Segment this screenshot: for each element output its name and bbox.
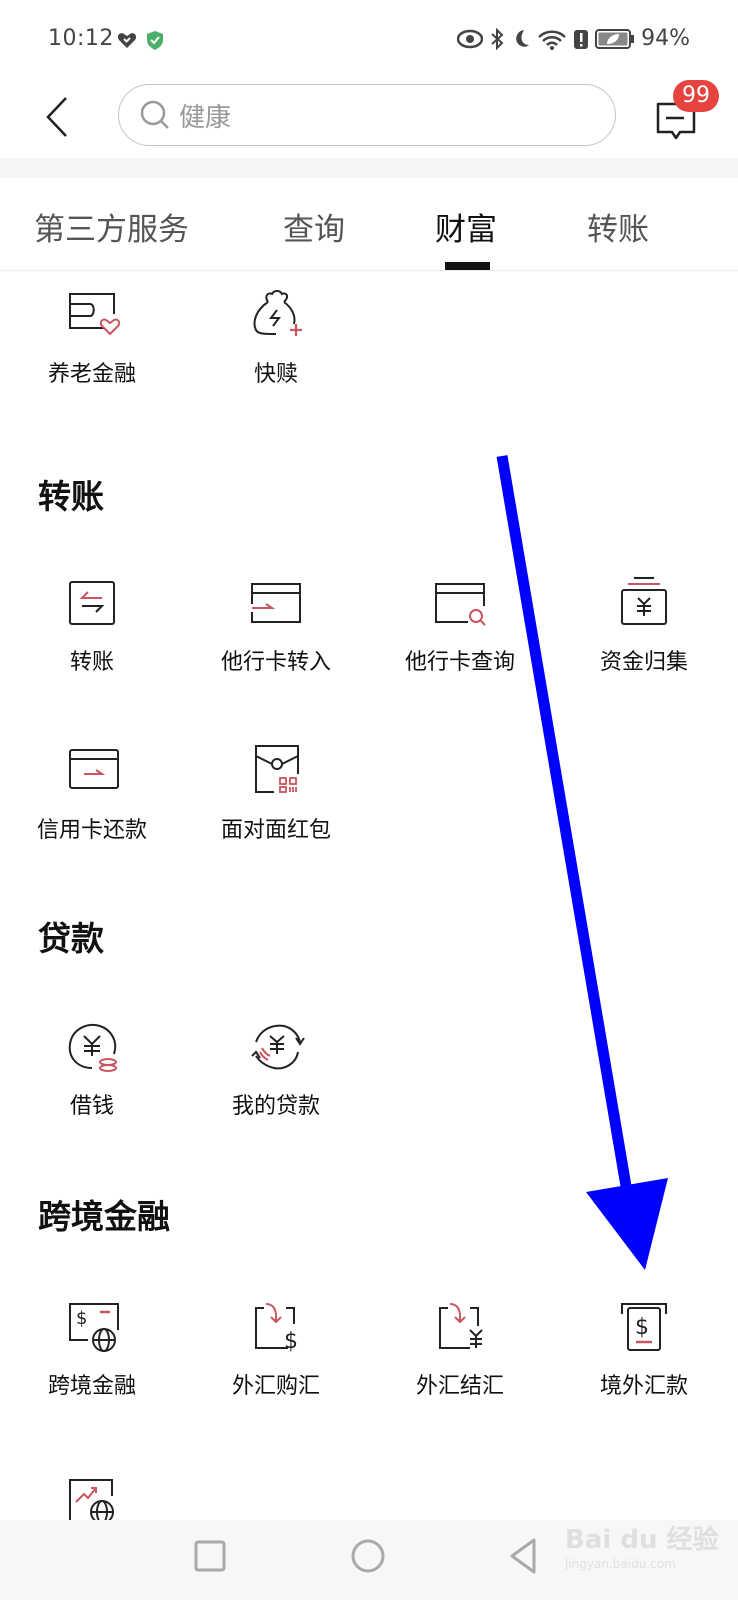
item-transfer[interactable]: 转账: [0, 576, 184, 706]
item-my-loan[interactable]: 我的贷款: [184, 1020, 368, 1150]
item-overseas-remittance[interactable]: $ 境外汇款: [552, 1300, 736, 1430]
svg-text:$: $: [76, 1308, 87, 1329]
global-invest-chart-icon: [69, 1479, 114, 1520]
search-input[interactable]: 健康: [118, 84, 616, 146]
item-fx-settlement[interactable]: 外汇结汇: [368, 1300, 552, 1430]
item-label: 信用卡还款: [36, 818, 147, 843]
security-check-icon: [147, 31, 163, 50]
wifi-icon: [538, 30, 566, 50]
borrow-yuan-icon: [68, 1024, 117, 1072]
item-label: 他行卡查询: [404, 650, 515, 675]
item-label: 转账: [69, 650, 114, 675]
fund-collection-icon: [621, 577, 667, 625]
recent-apps-square-icon[interactable]: [188, 1534, 232, 1578]
item-global-invest[interactable]: [0, 1476, 184, 1520]
item-other-card-query[interactable]: 他行卡查询: [368, 576, 552, 706]
item-label: 他行卡转入: [220, 650, 331, 675]
battery-saver-icon: [595, 28, 635, 49]
red-envelope-qr-icon: [255, 745, 299, 793]
watermark-line2: jingyan.baidu.com: [565, 1557, 676, 1571]
message-badge: 99: [673, 80, 719, 112]
item-credit-card-repay[interactable]: 信用卡还款: [0, 744, 184, 874]
tab-third-party[interactable]: 第三方服务: [34, 212, 189, 248]
overseas-remit-icon: $: [621, 1303, 667, 1351]
header: 健康 99: [0, 80, 738, 158]
cross-border-globe-icon: $: [69, 1303, 119, 1352]
bluetooth-icon: [491, 27, 504, 50]
pension-card-icon: [69, 293, 121, 336]
item-label: 快赎: [253, 362, 298, 387]
card-search-icon: [435, 583, 486, 626]
category-tabs: 第三方服务 查询 财富 转账: [0, 178, 738, 271]
back-triangle-icon[interactable]: [502, 1534, 546, 1578]
home-circle-icon[interactable]: [346, 1534, 390, 1578]
item-fx-purchase[interactable]: $ 外汇购汇: [184, 1300, 368, 1430]
item-label: 养老金融: [47, 362, 136, 387]
fx-buy-dollar-icon: $: [255, 1303, 298, 1354]
system-nav-bar: [0, 1520, 738, 1600]
item-label: 境外汇款: [599, 1374, 688, 1399]
item-label: 外汇结汇: [415, 1374, 504, 1399]
item-other-card-transfer-in[interactable]: 他行卡转入: [184, 576, 368, 706]
item-label: 借钱: [69, 1094, 114, 1119]
item-pension-finance[interactable]: 养老金融: [0, 288, 184, 418]
section-title-cross-border: 跨境金融: [38, 1197, 170, 1236]
active-tab-indicator: [445, 262, 490, 270]
item-cross-border-finance[interactable]: $ 跨境金融: [0, 1300, 184, 1430]
my-loan-cycle-icon: [251, 1024, 305, 1070]
divider-band: [0, 158, 738, 178]
transfer-arrows-icon: [69, 581, 115, 625]
item-label: 外汇购汇: [231, 1374, 320, 1399]
item-label: 面对面红包: [220, 818, 331, 843]
watermark-line1: Bai du 经验: [565, 1525, 719, 1555]
tab-transfer[interactable]: 转账: [587, 212, 649, 248]
item-label: 资金归集: [599, 650, 688, 675]
eye-comfort-icon: [457, 29, 484, 48]
tab-query[interactable]: 查询: [283, 212, 345, 248]
baidu-watermark: Bai du 经验 jingyan.baidu.com: [565, 1523, 719, 1583]
item-red-envelope[interactable]: 面对面红包: [184, 744, 368, 874]
tab-wealth[interactable]: 财富: [435, 212, 497, 248]
item-label: 我的贷款: [231, 1094, 320, 1119]
fx-settle-yuan-icon: [439, 1303, 483, 1349]
credit-card-repay-icon: [69, 749, 119, 789]
svg-text:$: $: [635, 1315, 649, 1340]
status-time: 10:12: [48, 26, 114, 51]
item-borrow[interactable]: 借钱: [0, 1020, 184, 1150]
heart-shield-icon: [117, 33, 137, 48]
card-transfer-in-icon: [251, 583, 301, 623]
battery-percent: 94%: [641, 26, 690, 51]
search-placeholder: 健康: [179, 102, 232, 133]
item-label: 跨境金融: [47, 1374, 136, 1399]
section-title-transfer: 转账: [38, 477, 104, 516]
item-fund-collection[interactable]: 资金归集: [552, 576, 736, 706]
svg-text:$: $: [284, 1329, 298, 1354]
back-button[interactable]: [40, 94, 76, 140]
quick-redeem-bag-icon: [253, 290, 302, 336]
status-bar: 10:12 94%: [0, 0, 738, 80]
alert-icon: [574, 29, 589, 49]
section-title-loan: 贷款: [38, 919, 104, 958]
moon-dnd-icon: [516, 29, 530, 47]
search-icon: [140, 100, 169, 129]
item-quick-redeem[interactable]: 快赎: [184, 288, 368, 418]
